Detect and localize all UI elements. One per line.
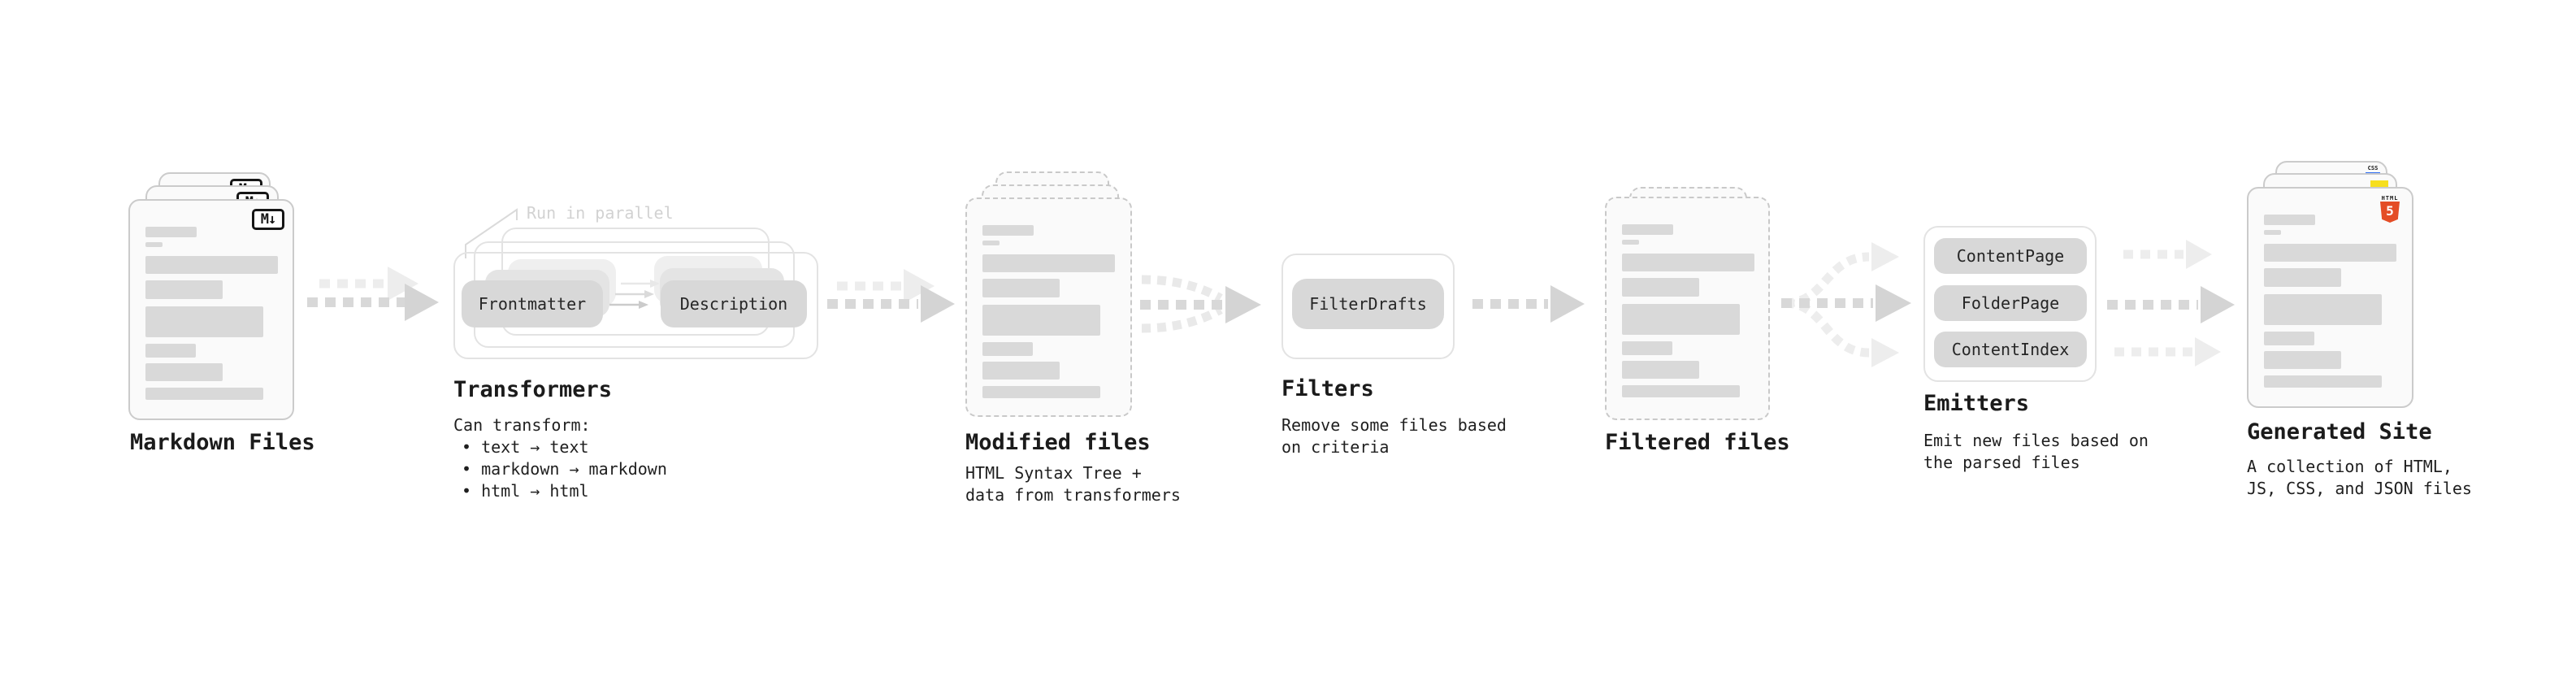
doc-text-line xyxy=(982,362,1060,380)
doc-text-line xyxy=(145,363,223,381)
stage-title: Transformers xyxy=(453,377,613,402)
stage-description: on criteria xyxy=(1281,437,1390,457)
doc-text-line xyxy=(982,225,1034,236)
filter-chip-filterdrafts: FilterDrafts xyxy=(1292,279,1444,329)
converge-curve-bottom xyxy=(1141,306,1223,333)
doc-text-line xyxy=(1622,278,1699,297)
emitter-chip-contentindex: ContentIndex xyxy=(1934,332,2087,367)
doc-text-line xyxy=(2264,294,2382,325)
transformer-chip-frontmatter: Frontmatter xyxy=(462,280,603,327)
css-icon-label: CSS xyxy=(2367,165,2379,171)
arrowhead xyxy=(639,301,648,309)
stage-description: JS, CSS, and JSON files xyxy=(2247,479,2472,498)
doc-text-line xyxy=(145,242,163,247)
javascript-icon xyxy=(2370,180,2388,189)
doc-text-line xyxy=(982,386,1100,398)
html5-icon: HTML 5 xyxy=(2379,195,2400,224)
converge-curve-top xyxy=(1141,275,1223,302)
document-card xyxy=(1605,197,1770,420)
doc-text-line xyxy=(982,241,1000,245)
doc-text-line xyxy=(145,388,263,400)
stage-title: Generated Site xyxy=(2247,419,2432,445)
transformer-frame-front xyxy=(453,252,818,359)
stage-description: data from transformers xyxy=(965,485,1181,505)
doc-text-line xyxy=(145,256,278,274)
stage-description: Remove some files based xyxy=(1281,415,1507,435)
arrow-transformers-to-modified xyxy=(827,269,955,323)
stage-description: A collection of HTML, xyxy=(2247,457,2452,476)
emitter-chip-contentpage: ContentPage xyxy=(1934,238,2087,274)
doc-text-line xyxy=(2264,230,2281,235)
doc-text-line xyxy=(145,344,196,358)
arrow-modified-to-filters xyxy=(1140,275,1261,333)
doc-text-line xyxy=(2264,215,2315,225)
doc-text-line xyxy=(2264,244,2396,262)
diverge-curve-bottom xyxy=(1785,298,1870,358)
arrowhead xyxy=(650,280,660,288)
doc-text-line xyxy=(145,306,263,337)
arrowhead xyxy=(904,269,935,303)
transformer-chip-description: Description xyxy=(661,280,807,327)
doc-text-line xyxy=(1622,341,1672,355)
stage-description: the parsed files xyxy=(1923,453,2080,472)
arrowhead xyxy=(388,267,418,301)
arrowhead xyxy=(1550,285,1585,323)
arrow-markdown-to-transformers xyxy=(307,267,439,321)
doc-text-line xyxy=(1622,254,1754,271)
doc-text-line xyxy=(982,279,1060,297)
arrowhead xyxy=(2201,286,2235,323)
document-card xyxy=(965,197,1132,417)
bullet-item: • markdown → markdown xyxy=(462,459,667,479)
arrowhead xyxy=(1871,338,1899,367)
arrowhead xyxy=(921,285,955,323)
doc-text-line xyxy=(2264,375,2382,388)
doc-text-line xyxy=(1622,224,1673,235)
arrow-emitters-to-generated xyxy=(2107,240,2235,367)
doc-text-line xyxy=(982,254,1115,272)
doc-text-line xyxy=(1622,240,1639,245)
stage-title: Filters xyxy=(1281,376,1374,401)
arrowhead xyxy=(1876,284,1911,322)
document-card: M↓ xyxy=(128,199,294,420)
doc-text-line xyxy=(2264,351,2341,369)
doc-text-line xyxy=(982,305,1100,336)
diverge-curve-top xyxy=(1785,252,1870,308)
stage-title: Filtered files xyxy=(1605,430,1790,455)
doc-text-line xyxy=(2264,268,2341,287)
note-leader-line xyxy=(465,208,518,258)
markdown-icon: M↓ xyxy=(252,209,284,230)
arrowhead xyxy=(1225,286,1261,323)
doc-text-line xyxy=(2264,332,2314,345)
arrowhead xyxy=(405,284,439,321)
document-card: HTML 5 xyxy=(2247,187,2413,408)
stage-description: HTML Syntax Tree + xyxy=(965,463,1142,483)
bullet-item: • html → html xyxy=(462,481,589,501)
arrowhead xyxy=(1871,242,1899,271)
leader-line xyxy=(465,208,518,258)
doc-text-line xyxy=(982,342,1033,356)
bullet-item: • text → text xyxy=(462,437,589,457)
doc-text-line xyxy=(1622,361,1699,379)
doc-text-line xyxy=(1622,385,1740,397)
doc-text-line xyxy=(145,227,197,237)
stage-title: Emitters xyxy=(1923,391,2030,416)
doc-text-line xyxy=(145,280,223,299)
emitter-chip-folderpage: FolderPage xyxy=(1934,285,2087,321)
html5-icon-label: HTML xyxy=(2381,195,2399,202)
arrow-filters-to-filtered xyxy=(1472,285,1585,323)
stage-title: Modified files xyxy=(965,430,1151,455)
doc-text-line xyxy=(1622,304,1740,335)
arrow-filtered-to-emitters xyxy=(1781,242,1911,367)
parallel-mini-arrows xyxy=(609,280,660,309)
stage-title: Markdown Files xyxy=(130,430,315,455)
html5-icon-shield: 5 xyxy=(2380,202,2400,223)
arrowhead xyxy=(644,290,654,298)
stage-description: Emit new files based on xyxy=(1923,431,2149,450)
arrowhead xyxy=(2195,337,2221,367)
run-in-parallel-note: Run in parallel xyxy=(527,203,674,223)
arrowhead xyxy=(2186,240,2212,269)
stage-description: Can transform: xyxy=(453,415,591,435)
